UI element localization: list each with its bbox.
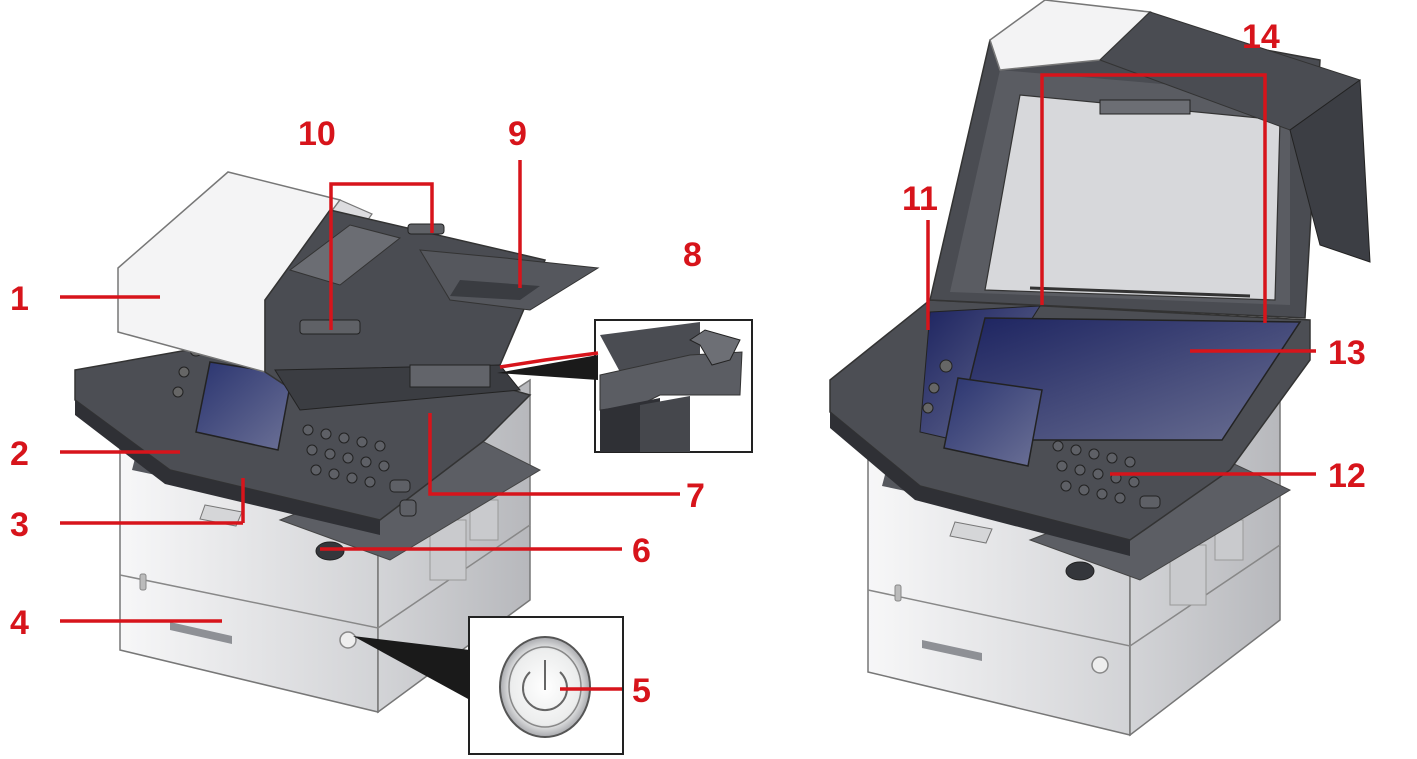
paper-stopper xyxy=(199,504,243,527)
callout-numbers: 1 2 3 4 5 6 7 8 9 10 11 12 13 14 xyxy=(10,18,1366,710)
callout-5: 5 xyxy=(632,672,651,710)
callout-11: 11 xyxy=(902,180,938,218)
inset-pointer xyxy=(353,636,470,700)
callout-2: 2 xyxy=(10,435,29,473)
inset-original-stopper xyxy=(497,319,753,453)
printer-front-view xyxy=(74,171,600,714)
callout-7: 7 xyxy=(686,477,705,515)
callout-1: 1 xyxy=(10,280,29,318)
power-symbol-icon xyxy=(522,671,568,712)
callout-10: 10 xyxy=(298,115,336,153)
callout-6: 6 xyxy=(632,532,651,570)
numeric-keypad xyxy=(302,424,417,517)
leader-lines xyxy=(60,73,1316,691)
printer-open-view xyxy=(829,0,1371,737)
power-switch-small xyxy=(339,631,357,649)
callout-9: 9 xyxy=(508,115,527,153)
callout-4: 4 xyxy=(10,604,29,642)
inset-pointer xyxy=(497,355,598,380)
inset-power-switch xyxy=(353,616,624,755)
callout-12: 12 xyxy=(1328,457,1366,495)
callout-8: 8 xyxy=(683,236,702,274)
callout-3: 3 xyxy=(10,506,29,544)
front-cover-open-button xyxy=(315,541,345,561)
callout-14: 14 xyxy=(1242,18,1280,56)
document-mat xyxy=(984,94,1281,301)
cassette-handle xyxy=(170,622,232,644)
callout-13: 13 xyxy=(1328,334,1366,372)
